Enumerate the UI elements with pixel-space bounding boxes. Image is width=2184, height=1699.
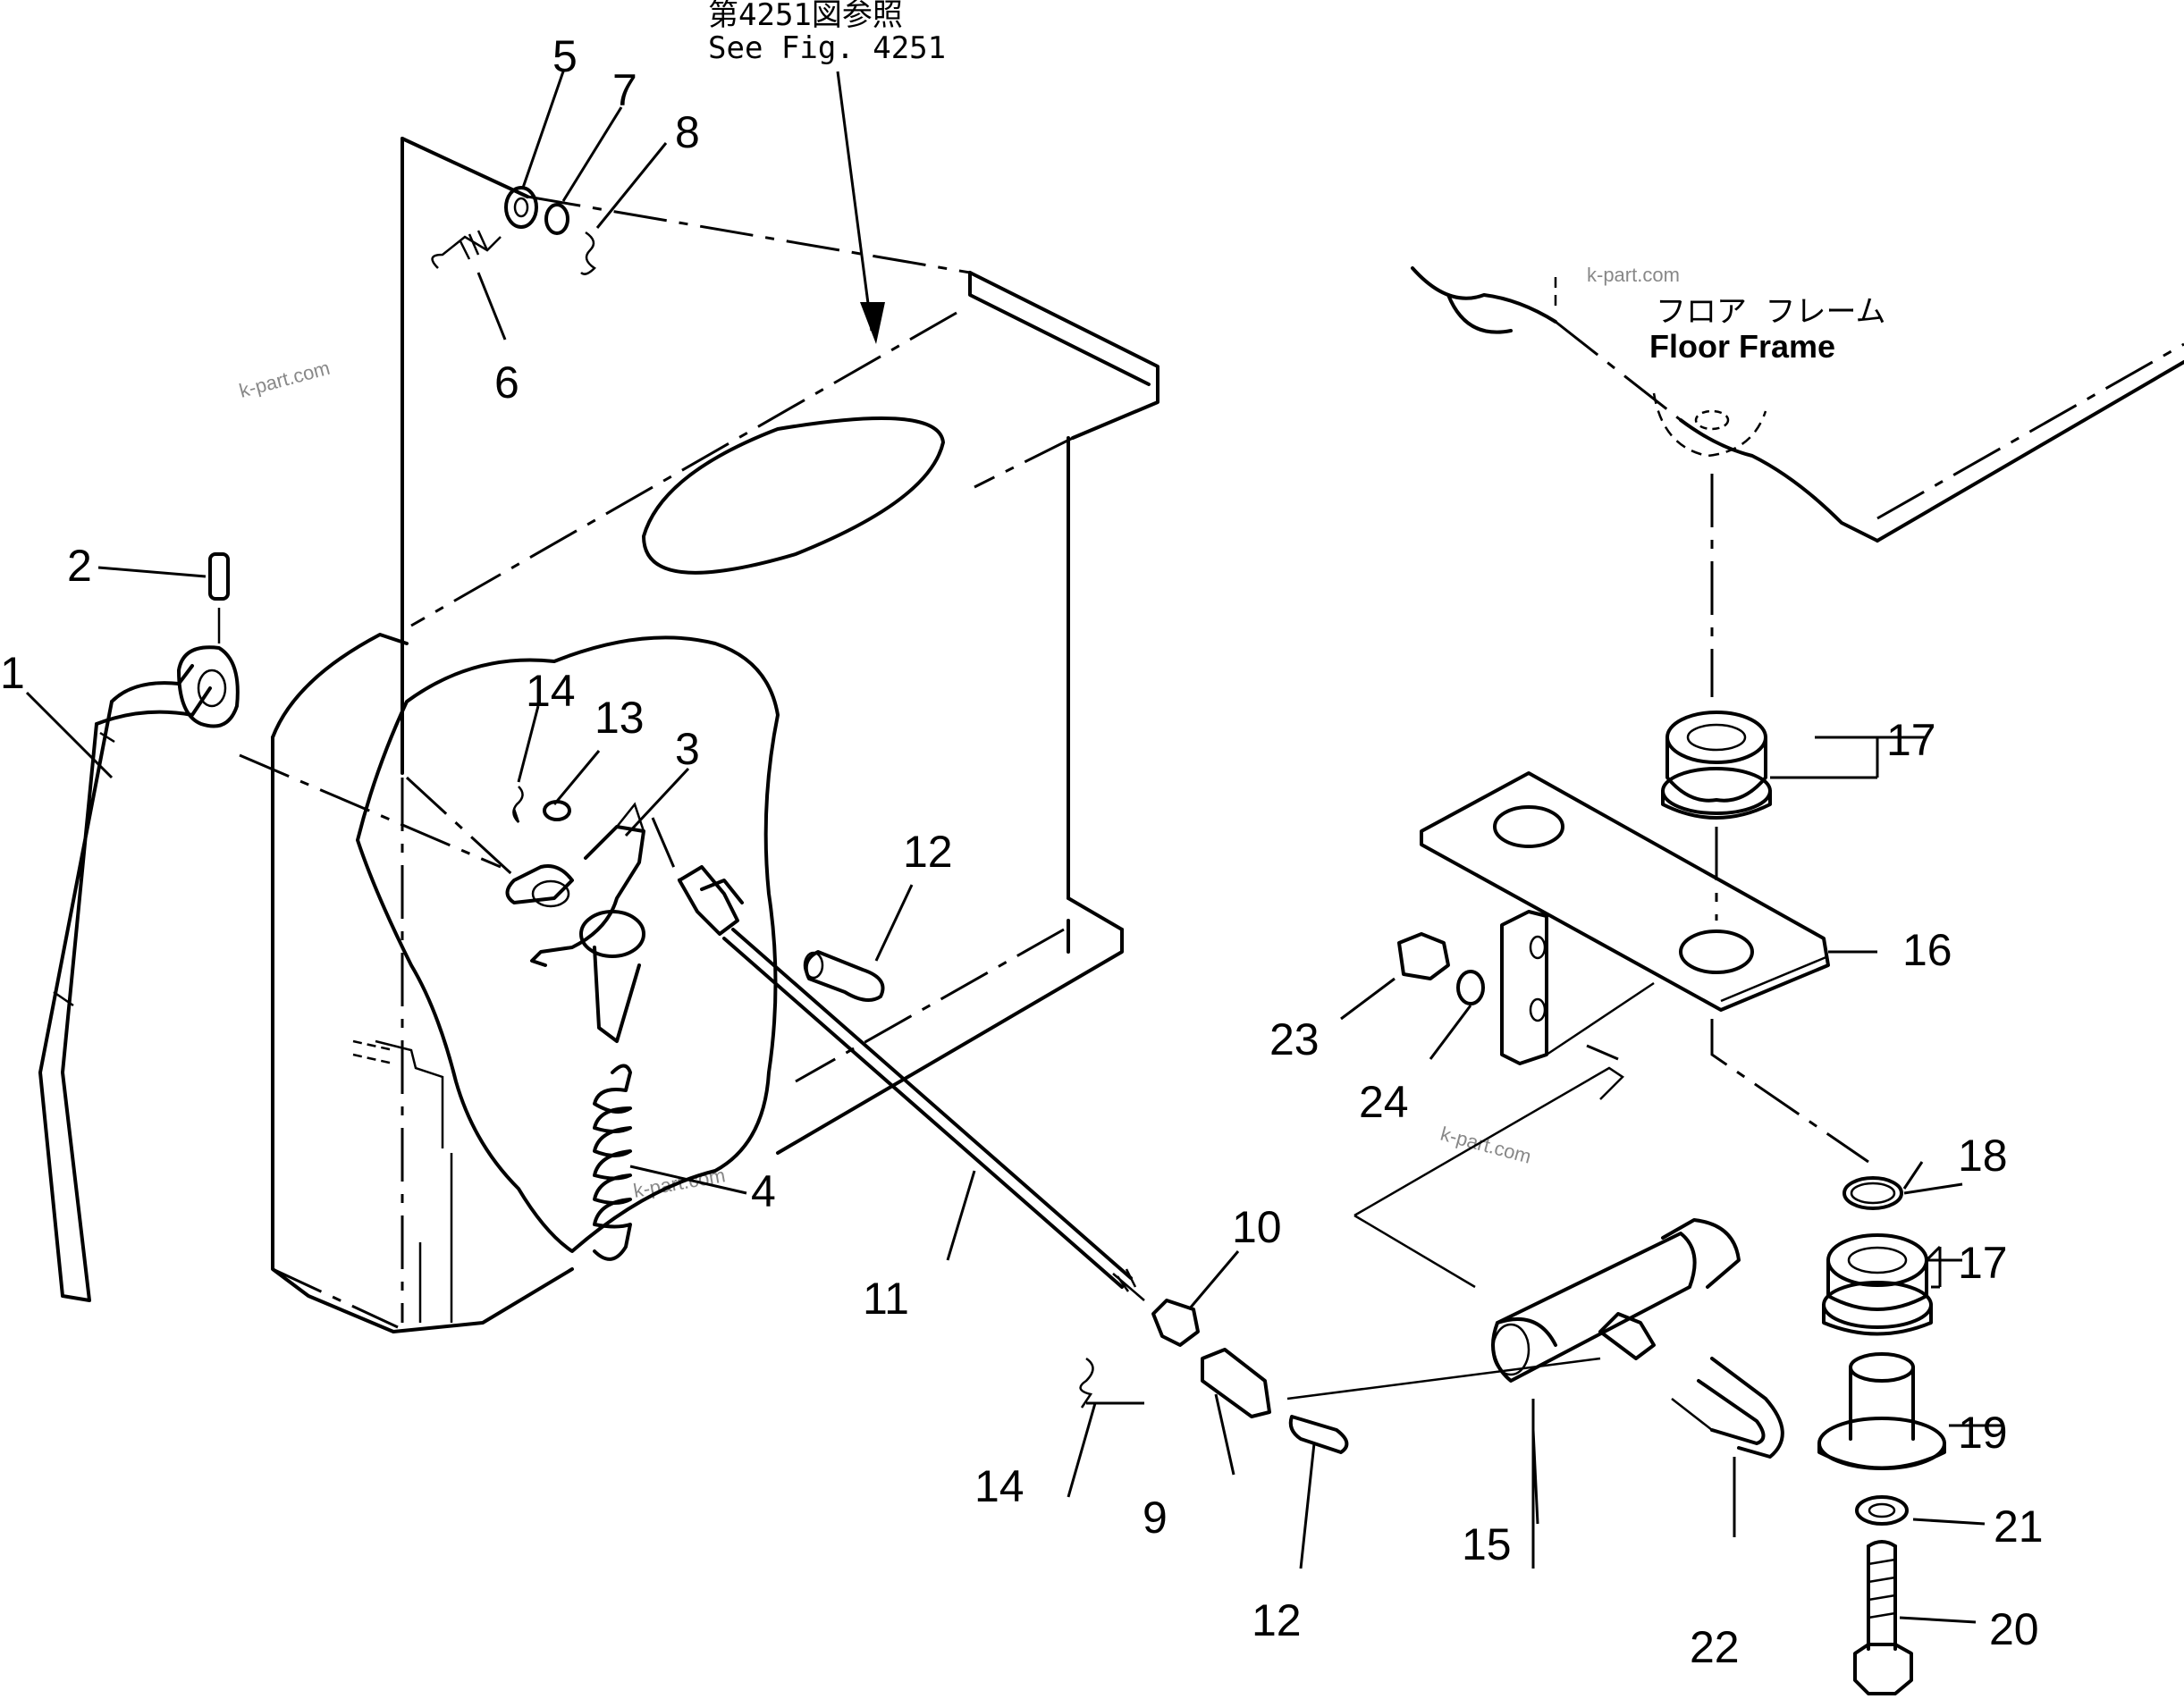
- u-bolt-part-22: [1671, 1357, 1784, 1459]
- callout-4: 4: [751, 1166, 776, 1216]
- clevis-assembly-lower: [1079, 1299, 1601, 1454]
- floor-frame: [1411, 266, 2184, 697]
- callout-12-upper: 12: [903, 827, 953, 877]
- callout-22: 22: [1690, 1622, 1740, 1672]
- callout-18: 18: [1958, 1131, 2008, 1181]
- rod-clevis-upper: [651, 817, 744, 936]
- pin-part-2: [208, 552, 230, 643]
- callout-14-upper: 14: [526, 666, 576, 716]
- callout-3: 3: [675, 724, 700, 774]
- spring-assembly-parts-5-8: [431, 186, 596, 275]
- callout-8: 8: [675, 107, 700, 157]
- callout-12-lower: 12: [1252, 1595, 1302, 1645]
- rod-part-11: [722, 928, 1145, 1301]
- floor-frame-label-english: Floor Frame: [1649, 328, 1835, 365]
- callout-17-upper: 17: [1886, 715, 1936, 765]
- callout-15: 15: [1462, 1519, 1512, 1569]
- lever-part-1: [38, 645, 502, 1302]
- floor-frame-label-japanese: フロア フレーム: [1656, 294, 1885, 330]
- callout-9: 9: [1143, 1493, 1168, 1543]
- callout-numbers: 1 2 3 4 5 6 7 8 9 10 11 12 12 13 14 14 1…: [0, 31, 2044, 1672]
- callout-24: 24: [1359, 1077, 1409, 1127]
- callout-5: 5: [552, 31, 578, 81]
- callout-11: 11: [863, 1274, 909, 1324]
- reference-note-english: See Fig. 4251: [708, 30, 946, 66]
- callout-2: 2: [67, 541, 92, 591]
- leader-lines: [25, 71, 2003, 1624]
- nut-and-washer-parts-23-24: [1397, 932, 1485, 1005]
- callout-16: 16: [1902, 925, 1952, 975]
- mount-stack-parts-17-21: [1661, 711, 1946, 1695]
- clevis-pin-part-12-upper: [803, 950, 885, 1002]
- callout-19: 19: [1958, 1408, 2008, 1458]
- watermark: k-part.com: [1438, 1123, 1534, 1168]
- spring-part-4: [593, 1064, 632, 1261]
- watermark: k-part.com: [1587, 264, 1680, 286]
- cylinder-part-15: [1353, 1066, 1741, 1383]
- housing-panel: [271, 137, 1159, 1333]
- reference-arrow: [836, 71, 885, 344]
- callout-6: 6: [494, 357, 519, 408]
- callout-17-lower: 17: [1958, 1238, 2008, 1288]
- lever-shaft-part-3: [405, 776, 645, 1043]
- callout-23: 23: [1269, 1014, 1320, 1064]
- callout-20: 20: [1989, 1604, 2039, 1654]
- callout-21: 21: [1994, 1501, 2044, 1552]
- bracket-part-16: [1420, 771, 1869, 1164]
- reference-note-japanese: 第4251図参照: [708, 0, 903, 33]
- watermark: k-part.com: [237, 357, 333, 402]
- callout-14-lower: 14: [974, 1461, 1025, 1511]
- callout-1: 1: [0, 648, 25, 698]
- callout-13: 13: [594, 693, 645, 743]
- callout-7: 7: [612, 65, 637, 115]
- callout-10: 10: [1232, 1202, 1282, 1252]
